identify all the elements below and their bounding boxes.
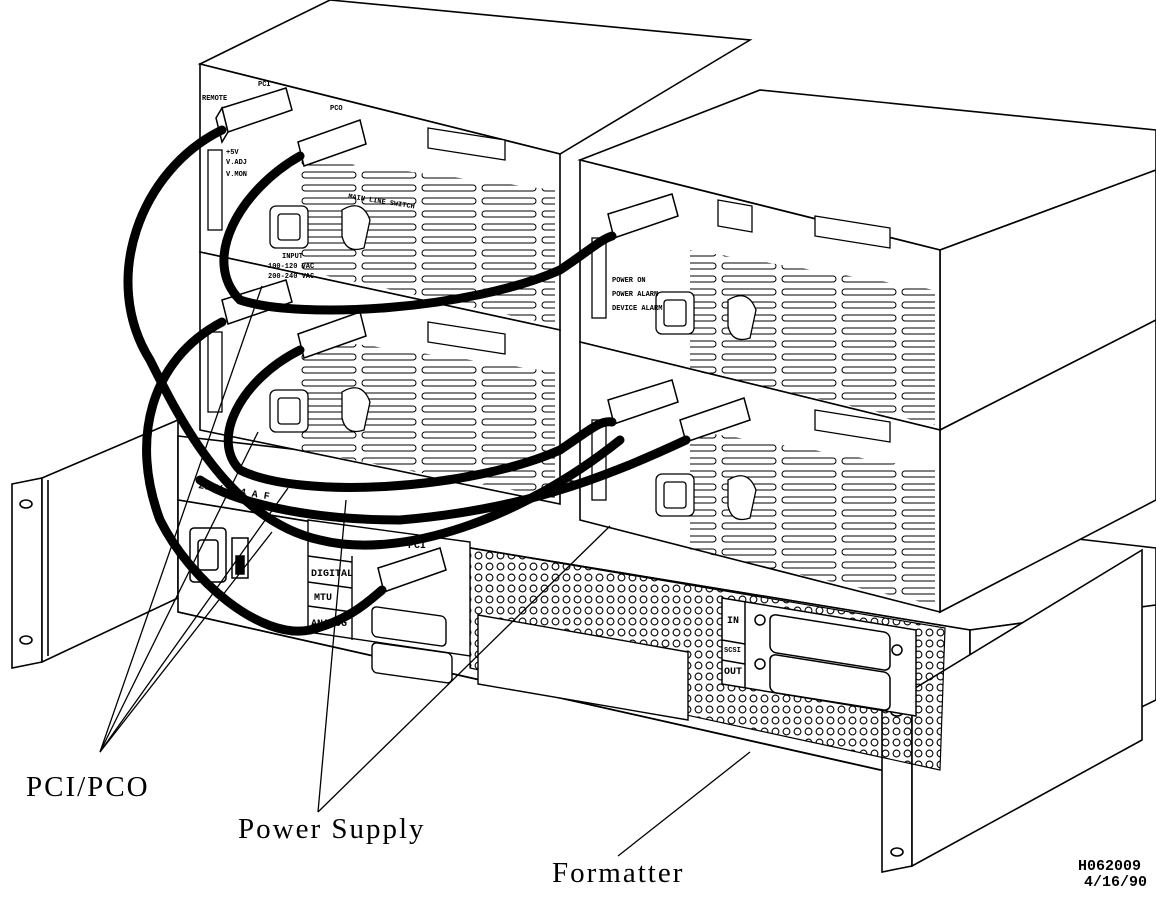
formatter-callout: Formatter (552, 857, 684, 889)
power-alarm-label: POWER ALARM (612, 291, 658, 299)
formatter-blank-plate (477, 614, 689, 721)
mtu-port-label: MTU (314, 593, 332, 604)
formatter-power-inlet (189, 527, 249, 583)
pco-label: PCO (330, 105, 343, 113)
scsi-out-label: OUT (724, 667, 742, 678)
power-supply-back-lower-vents (300, 336, 555, 498)
input-range-1-label: 100-120 VAC (268, 263, 314, 271)
formatter-pci-label: PCI (408, 541, 426, 552)
power-supply-front-upper-vents (690, 250, 935, 425)
pci-pco-cables (123, 125, 691, 636)
device-alarm-label: DEVICE ALARM (612, 305, 662, 313)
digital-port-label: DIGITAL (311, 569, 353, 580)
pci-pco-connectors (215, 87, 751, 593)
plus5v-label: +5V (226, 149, 239, 157)
figure-code: H062009 (1078, 858, 1141, 875)
power-supply-back-upper-vents (300, 158, 555, 325)
figure-date: 4/16/90 (1084, 874, 1147, 891)
pci-pco-callout: PCI/PCO (26, 771, 150, 803)
vmon-label: V.MON (226, 171, 247, 179)
input-range-2-label: 200-240 VAC (268, 273, 314, 281)
scsi-in-label: IN (727, 616, 739, 627)
remote-label: REMOTE (202, 95, 227, 103)
scsi-connector-block (721, 597, 917, 717)
power-supply-callout: Power Supply (238, 813, 426, 845)
leader-lines (99, 285, 751, 857)
scsi-label: SCSI (724, 647, 741, 655)
vadj-label: V.ADJ (226, 159, 247, 167)
power-supply-front-lower-vents (690, 430, 935, 605)
input-label: INPUT (282, 253, 303, 261)
power-supply-panel-details (207, 127, 891, 521)
power-on-label: POWER ON (612, 277, 646, 285)
pci-label: PCI (258, 81, 271, 89)
